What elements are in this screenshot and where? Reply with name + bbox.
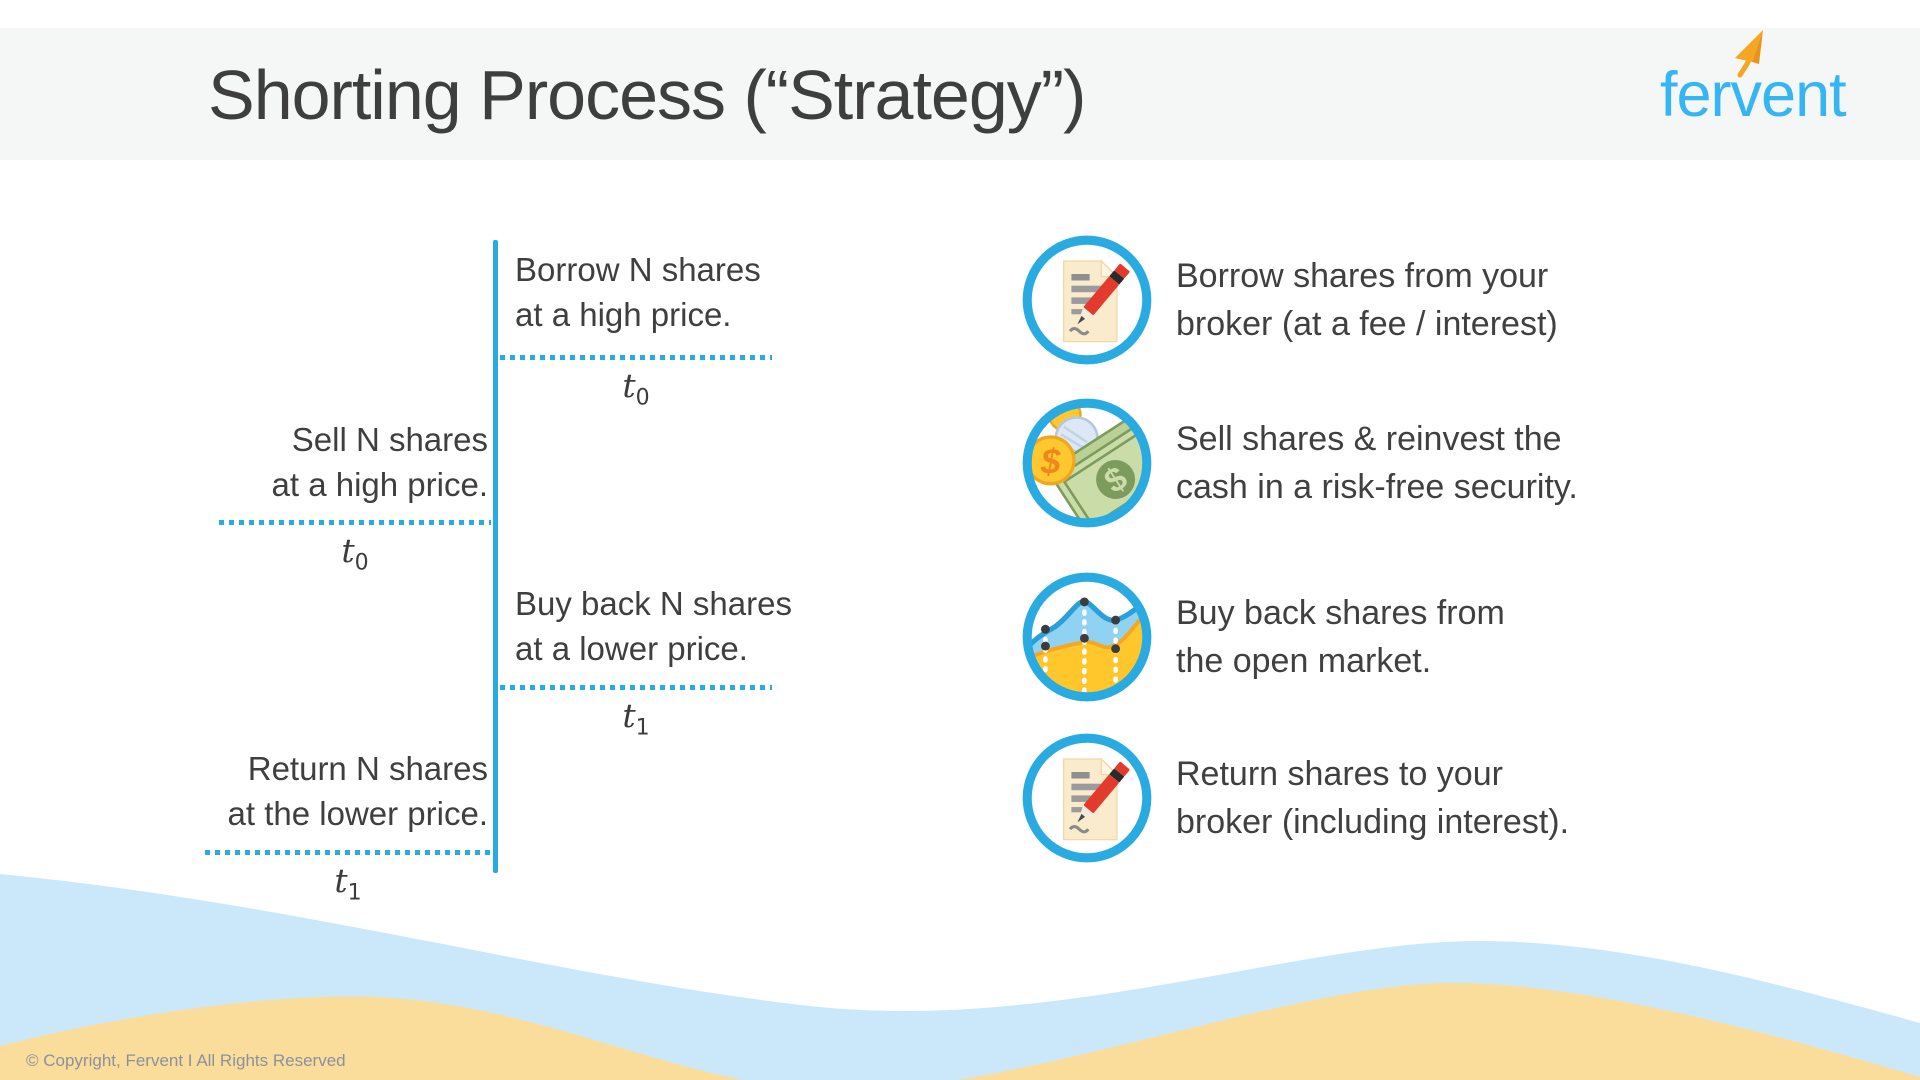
header-band [0,28,1920,160]
time-label-t1-right: t1 [622,696,650,741]
timeline-marker-t1-right [500,685,772,690]
rocket-arrow-icon [1734,30,1763,78]
chart-icon [1022,572,1152,702]
time-label-t1-left: t1 [334,861,362,906]
timeline-axis [493,240,498,873]
timeline-marker-t1-left [205,850,491,855]
timeline-marker-t0-left [219,520,491,525]
copyright-text: © Copyright, Fervent I All Rights Reserv… [26,1051,346,1070]
timeline-marker-t0-right [500,355,772,360]
logo-letter-v: v [1731,30,1763,130]
time-label-t0-left: t0 [341,531,369,576]
document-pen-icon [1022,733,1152,863]
money-icon: $ $ [1022,398,1152,528]
time-label-t0-right: t0 [622,366,650,411]
logo-text-post: ent [1761,60,1847,130]
document-pen-icon [1022,235,1152,365]
logo-text-pre: fer [1660,60,1732,130]
page-title: Shorting Process (“Strategy”) [208,56,1086,134]
svg-text:$: $ [1040,442,1061,481]
